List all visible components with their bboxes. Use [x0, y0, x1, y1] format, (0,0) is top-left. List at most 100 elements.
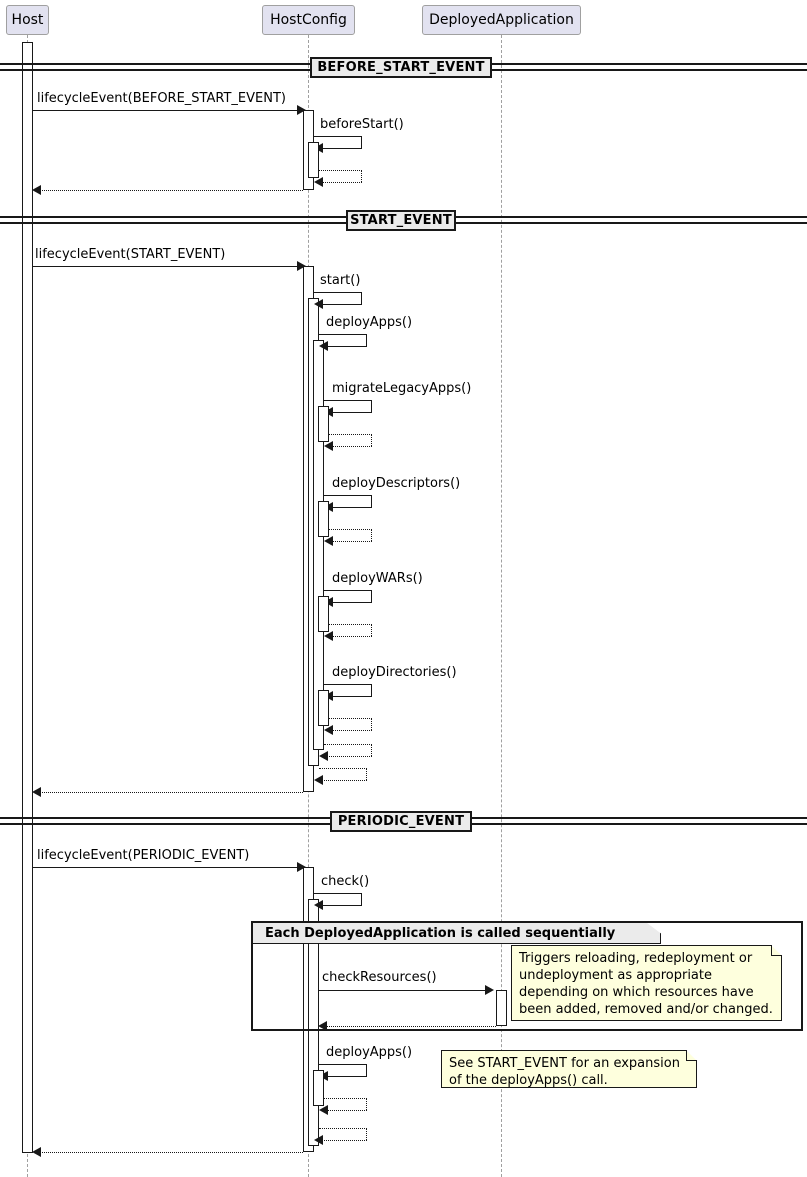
activation-hostconfig-start-3 [313, 340, 324, 750]
message-line-m9-top [329, 434, 372, 435]
message-label-deployapps-periodic: deployApps() [326, 1045, 413, 1060]
message-label-checkresources: checkResources() [322, 970, 437, 985]
divider-rule-right-3b [470, 823, 807, 825]
message-label-deploydirectories: deployDirectories() [332, 665, 457, 680]
message-line-m15-bottom [332, 730, 372, 731]
divider-before-start-event: BEFORE_START_EVENT [310, 57, 492, 78]
message-vline-m2 [361, 136, 362, 148]
message-vline-m7 [366, 334, 367, 346]
message-label-deploywars: deployWARs() [332, 571, 423, 586]
message-line-m16-top [324, 744, 372, 745]
message-line-m8-bottom [332, 412, 372, 413]
message-vline-m14 [371, 684, 372, 696]
participant-host[interactable]: Host [6, 5, 49, 35]
message-line-m13-top [329, 624, 372, 625]
note-deployapps: See START_EVENT for an expansion of the … [441, 1050, 697, 1088]
activation-hostconfig-periodic-3 [313, 1070, 324, 1106]
message-vline-m16 [371, 744, 372, 756]
message-line-m24-top [324, 1098, 367, 1099]
message-arrow-m3 [314, 177, 323, 187]
message-label-start: start() [320, 273, 361, 288]
message-line-m5 [33, 266, 300, 267]
activation-deployedapplication [496, 990, 507, 1026]
activation-host [22, 42, 33, 1153]
message-vline-m23 [366, 1064, 367, 1076]
message-line-m10-bottom [332, 507, 372, 508]
divider-rule-right-3 [470, 817, 807, 819]
message-arrow-m19 [297, 862, 306, 872]
activation-hostconfig-start-4a [318, 406, 329, 442]
message-arrow-m16 [319, 751, 328, 761]
message-arrow-m7 [319, 341, 328, 351]
message-vline-m24 [366, 1098, 367, 1110]
participant-hostconfig[interactable]: HostConfig [262, 5, 355, 35]
message-arrow-m6 [314, 299, 323, 309]
message-line-m19 [33, 867, 300, 868]
note-checkresources: Triggers reloading, redeployment or unde… [511, 945, 782, 1021]
message-label-migratelegacyapps: migrateLegacyApps() [332, 381, 472, 396]
message-line-m7-bottom [327, 346, 367, 347]
message-vline-m15 [371, 718, 372, 730]
message-line-m23-top [319, 1064, 367, 1065]
message-vline-m17 [366, 768, 367, 780]
message-line-m11-top [329, 529, 372, 530]
participant-deployedapplication[interactable]: DeployedApplication [422, 5, 581, 35]
message-label-lifecycle-periodic: lifecycleEvent(PERIODIC_EVENT) [37, 848, 250, 863]
divider-periodic-event: PERIODIC_EVENT [330, 811, 472, 832]
message-arrow-m20 [314, 900, 323, 910]
message-line-m23-bottom [327, 1076, 367, 1077]
divider-rule-left-1 [0, 63, 312, 65]
message-label-before-start: beforeStart() [320, 117, 404, 132]
divider-rule-left-3b [0, 823, 332, 825]
message-vline-m6 [361, 292, 362, 304]
message-arrow-m17 [314, 775, 323, 785]
message-line-m3-bottom [322, 182, 362, 183]
message-line-m2-bottom [322, 148, 362, 149]
message-line-m8-top [324, 400, 372, 401]
divider-rule-right-2 [454, 216, 807, 218]
message-arrow-m25 [314, 1135, 323, 1145]
group-frame-each-deployedapplication [251, 921, 803, 1031]
note-fold-icon-1 [771, 945, 782, 956]
message-vline-m9 [371, 434, 372, 446]
message-arrow-m22 [318, 1021, 327, 1031]
message-line-m11-bottom [332, 541, 372, 542]
message-arrow-m1 [297, 105, 306, 115]
message-line-m6-bottom [322, 304, 362, 305]
message-line-m15-top [329, 718, 372, 719]
message-vline-m20 [361, 893, 362, 905]
message-arrow-m21 [485, 985, 494, 995]
message-line-m21 [319, 990, 485, 991]
message-vline-m25 [366, 1128, 367, 1140]
message-vline-m3 [361, 170, 362, 182]
activation-hostconfig-start-4b [318, 501, 329, 537]
message-arrow-m5 [297, 261, 306, 271]
note-fold-icon-2 [686, 1050, 697, 1061]
message-vline-m8 [371, 400, 372, 412]
message-line-m3-top [319, 170, 362, 171]
message-label-lifecycle-start: lifecycleEvent(START_EVENT) [35, 247, 226, 262]
message-vline-m11 [371, 529, 372, 541]
message-line-m25-bottom [322, 1140, 367, 1141]
lifeline-deployedapplication [501, 35, 502, 1177]
group-header-each-deployedapplication[interactable]: Each DeployedApplication is called seque… [253, 923, 661, 944]
message-arrow-m26 [32, 1147, 41, 1157]
divider-rule-right-1b [490, 69, 807, 71]
message-line-m7-top [319, 334, 367, 335]
message-vline-m13 [371, 624, 372, 636]
message-line-m20-bottom [322, 905, 362, 906]
activation-hostconfig-start-4c [318, 596, 329, 632]
message-line-m12-bottom [332, 602, 372, 603]
message-arrow-m13 [324, 631, 333, 641]
message-arrow-m18 [32, 787, 41, 797]
message-line-m22 [322, 1026, 496, 1027]
message-arrow-m4 [32, 185, 41, 195]
message-line-m26 [36, 1152, 303, 1153]
message-label-deployapps-start: deployApps() [326, 315, 413, 330]
divider-rule-left-3 [0, 817, 332, 819]
message-line-m25-top [319, 1128, 367, 1129]
message-arrow-m9 [324, 441, 333, 451]
message-arrow-m24 [319, 1105, 328, 1115]
divider-rule-left-2b [0, 222, 348, 224]
